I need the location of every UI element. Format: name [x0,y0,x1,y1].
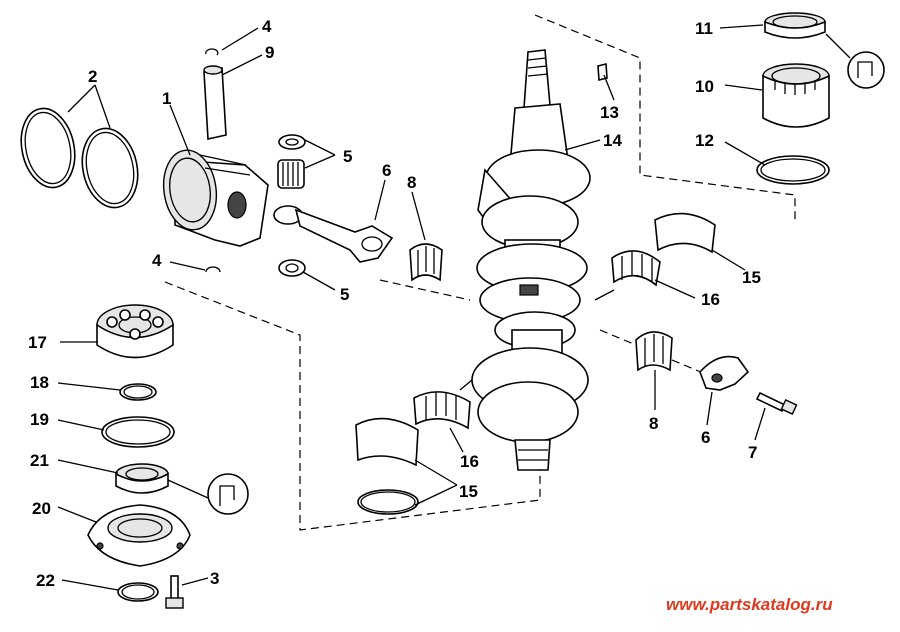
callout-15b: 15 [459,482,478,501]
callout-6a: 6 [382,161,391,180]
top-seal [764,12,826,39]
callout-11: 11 [695,19,713,38]
callout-9: 9 [265,43,274,62]
callout-17: 17 [28,333,47,352]
callout-1: 1 [162,89,171,108]
center-bearing-race-lower [355,417,419,467]
o-ring [101,416,175,448]
callout-8b: 8 [649,414,658,433]
callout-19: 19 [30,410,49,429]
housing-bolt [165,575,184,609]
callout-21: 21 [30,451,49,470]
callout-14: 14 [603,131,622,150]
ball-bearing [96,304,174,359]
callout-20: 20 [32,499,51,518]
callout-labels: 1 2 3 4 4 5 5 6 6 7 8 8 9 10 11 12 13 14… [28,17,761,590]
top-bearing [762,63,830,128]
callout-7: 7 [748,443,757,462]
housing-o-ring [117,582,159,602]
wrist-pin-clip-top [205,48,219,56]
sealant-callout-top [825,33,885,89]
callout-3: 3 [210,569,219,588]
callout-16b: 16 [460,452,479,471]
small-end-bearing [277,134,306,277]
rod-bolt [755,391,798,415]
callout-6b: 6 [701,428,710,447]
crankshaft [471,49,591,471]
callout-8a: 8 [407,173,416,192]
callout-5a: 5 [343,147,352,166]
callout-22: 22 [36,571,55,590]
center-bearing-lower [413,391,471,430]
callout-5b: 5 [340,285,349,304]
leader-lines [57,24,766,591]
callout-4a: 4 [262,17,272,36]
wrist-pin-clip-bottom [205,266,221,273]
snap-ring [119,383,157,401]
piston [162,149,269,247]
wrist-pin [203,65,227,140]
piston-rings [20,107,139,209]
callout-13: 13 [600,103,619,122]
callout-4b: 4 [152,251,162,270]
retaining-ring [357,489,419,515]
top-o-ring [756,155,830,185]
center-bearing-race-upper [654,212,716,254]
rod-cap [699,355,750,391]
rod-bearing-upper [409,243,443,282]
center-bearing-upper [611,250,661,287]
sealant-callout-lower [167,473,249,515]
rod-bearing-lower [635,331,673,372]
callout-15a: 15 [742,268,761,287]
lower-bearing-housing [87,504,191,567]
lower-seal [115,463,169,494]
callout-16a: 16 [701,290,720,309]
callout-2: 2 [88,67,97,86]
callout-10: 10 [695,77,714,96]
callout-12: 12 [695,131,714,150]
connecting-rod [273,205,394,263]
callout-18: 18 [30,373,49,392]
watermark: www.partskatalog.ru [666,595,833,614]
